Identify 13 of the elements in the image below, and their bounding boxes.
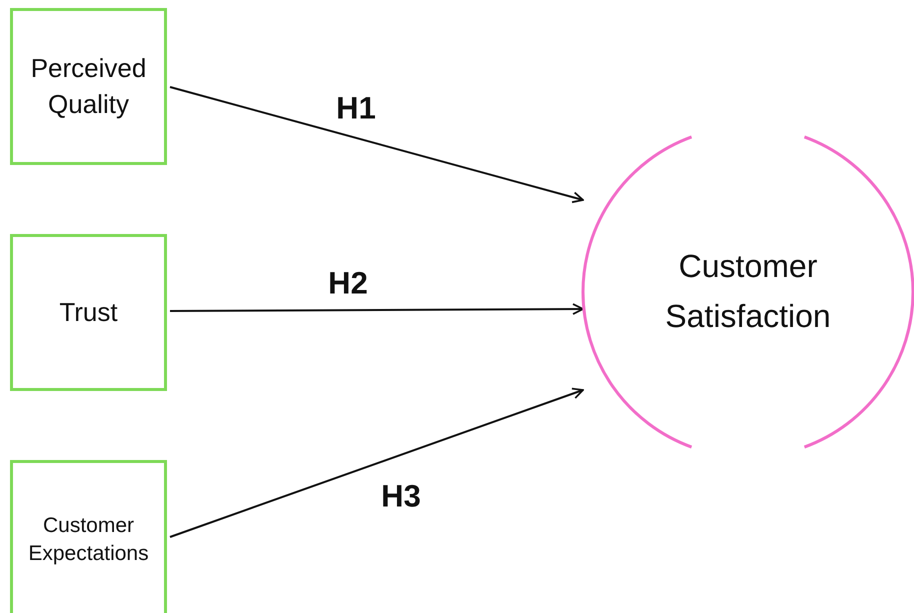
edge-label: H3	[381, 480, 421, 512]
construct-label: Customer Satisfaction	[664, 247, 832, 336]
arrow	[170, 303, 584, 315]
construct-label: Trust	[59, 296, 118, 329]
construct-box	[10, 234, 167, 391]
construct-label: Customer Expectations	[27, 512, 150, 567]
construct-box	[10, 460, 167, 613]
edge-label: H1	[336, 92, 376, 124]
arrow	[170, 388, 584, 538]
construct-box	[10, 8, 167, 165]
arrow	[170, 86, 584, 204]
construct-label: Perceived Quality	[30, 52, 148, 120]
edge-label: H2	[328, 268, 368, 298]
